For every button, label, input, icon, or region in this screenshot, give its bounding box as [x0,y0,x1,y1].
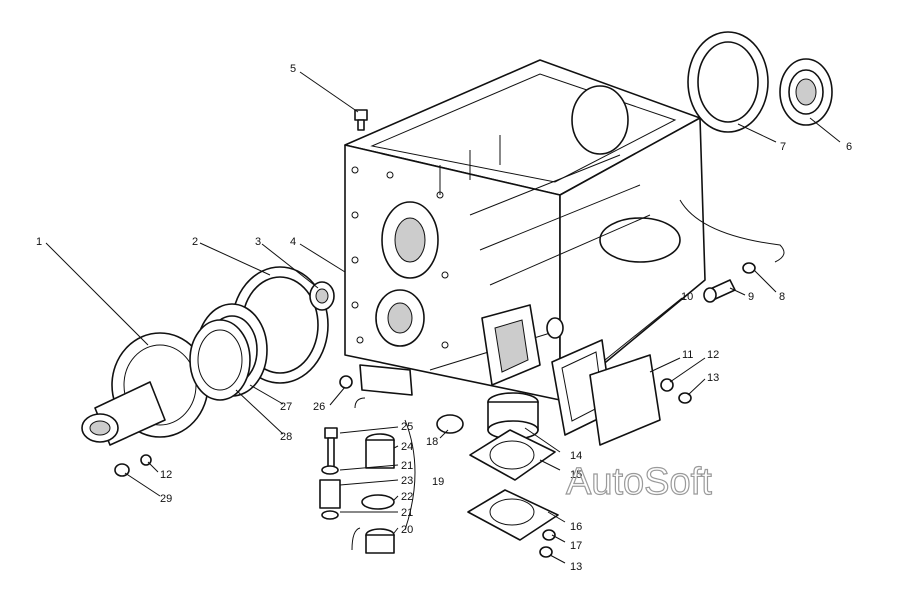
watermark-text: AutoSoft [566,461,712,503]
callout-5: 5 [290,63,296,75]
part-20-plug [365,528,395,554]
part-12-13-fasteners-right [660,378,692,404]
callout-13-right: 13 [707,372,719,384]
callout-9: 9 [748,291,754,303]
group-19-bracket [404,419,416,531]
callout-27: 27 [280,401,292,413]
part-5-plug [354,109,368,131]
part-17-13-bolts [539,529,556,558]
callout-21-upper: 21 [401,460,413,472]
part-22-ring [361,494,395,510]
callout-19: 19 [432,476,444,488]
part-14-filter [487,392,539,440]
callout-6: 6 [846,141,852,153]
callout-15: 15 [570,469,582,481]
part-26-bolt [339,375,353,389]
callout-28: 28 [280,431,292,443]
callout-2: 2 [192,236,198,248]
part-24-sleeve [365,433,395,469]
part-15-gasket [469,429,556,481]
callout-12-right: 12 [707,349,719,361]
callout-10: 10 [681,291,693,303]
callout-20: 20 [401,524,413,536]
callout-24: 24 [401,441,413,453]
callout-26: 26 [313,401,325,413]
part-29-12-bolt-left [114,454,152,477]
callout-labels: 1 2 3 4 5 6 7 8 9 10 11 12 13 12 29 26 2… [36,63,852,573]
part-18-ring [436,414,464,434]
part-27-28-rings [189,303,268,401]
callout-18: 18 [426,436,438,448]
part-7-gear-ring [687,31,769,133]
callout-11: 11 [682,349,693,361]
callout-25: 25 [401,421,413,433]
assembly-arrows [351,397,366,551]
part-6-bearing [779,58,833,126]
part-1-input-sleeve [81,332,209,446]
callout-8: 8 [779,291,785,303]
gearbox-housing [344,59,785,401]
callout-1: 1 [36,236,42,248]
part-25-bolt [324,427,338,469]
callout-3: 3 [255,236,261,248]
part-16-cover [467,489,559,541]
callout-16: 16 [570,521,582,533]
part-21-23-spring [319,465,341,520]
callout-12-left: 12 [160,469,172,481]
leader-lines [45,71,841,564]
callout-14: 14 [570,450,582,462]
callout-21-lower: 21 [401,507,413,519]
callout-22: 22 [401,491,413,503]
callout-4: 4 [290,236,296,248]
part-11-cover-plate [589,354,661,446]
callout-7: 7 [780,141,786,153]
callout-23: 23 [401,475,413,487]
part-3-seal [309,281,335,311]
callout-17: 17 [570,540,582,552]
callout-13-bottom: 13 [570,561,582,573]
callout-29: 29 [160,493,172,505]
